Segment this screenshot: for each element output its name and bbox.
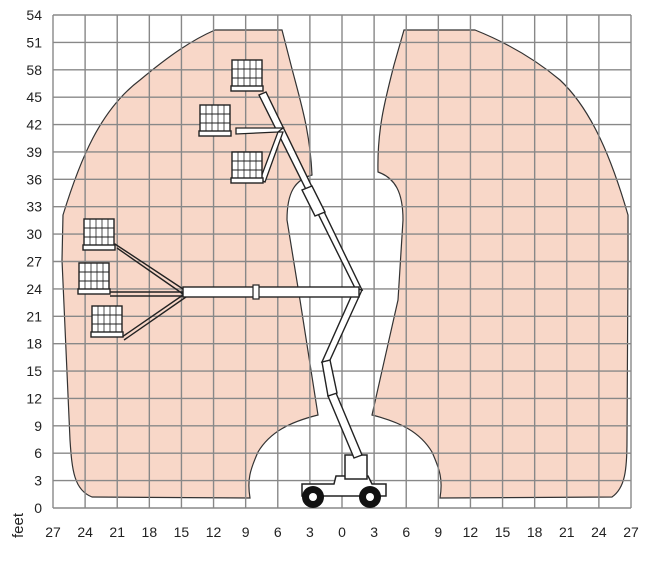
x-tick-label: 21	[109, 524, 125, 540]
boom-sleeve	[301, 185, 326, 217]
basket-floor	[82, 244, 116, 251]
basket-frame	[83, 218, 115, 248]
x-tick-label: 15	[495, 524, 511, 540]
grid	[52, 14, 632, 509]
basket-floor	[198, 130, 232, 137]
y-tick-label: 6	[34, 445, 42, 461]
basket-frame	[231, 151, 263, 181]
y-tick-label: 9	[34, 418, 42, 434]
basket-frame	[231, 59, 263, 89]
x-tick-label: 18	[527, 524, 543, 540]
boom-lift	[77, 59, 387, 508]
basket-floor	[230, 85, 264, 92]
x-tick-label: 3	[370, 524, 378, 540]
basket-frame	[91, 305, 123, 335]
basket-25	[77, 262, 111, 295]
jib-up-2	[116, 247, 184, 295]
basket-floor	[77, 288, 111, 295]
y-tick-label: 33	[26, 199, 42, 215]
x-tick-label: 27	[623, 524, 639, 540]
y-tick-label: 39	[26, 144, 42, 160]
basket-floor	[230, 177, 264, 184]
y-tick-label: 21	[26, 308, 42, 324]
wheel-hub	[309, 493, 317, 501]
y-tick-label: 18	[26, 336, 42, 352]
y-tick-label: 30	[26, 226, 42, 242]
jib-down-2	[123, 296, 187, 341]
basket-42	[198, 104, 232, 137]
x-tick-label: 24	[77, 524, 93, 540]
x-tick-label: 12	[206, 524, 222, 540]
x-tick-label: 3	[306, 524, 314, 540]
x-tick-label: 18	[142, 524, 158, 540]
y-tick-label: 36	[26, 171, 42, 187]
x-axis-labels: 27 24 21 18 15 12 9 6 3 0 3 6 9 12 15 18 21 24 27	[45, 524, 639, 540]
unit-label: feet	[10, 512, 27, 538]
y-tick-label: 51	[26, 34, 42, 50]
x-tick-label: 0	[338, 524, 346, 540]
x-tick-label: 9	[434, 524, 442, 540]
jib-low	[259, 131, 284, 183]
x-tick-label: 27	[45, 524, 61, 540]
jib-down	[121, 294, 184, 338]
basket-top	[230, 59, 264, 92]
y-tick-label: 12	[26, 390, 42, 406]
y-tick-label: 3	[34, 473, 42, 489]
y-tick-label: 42	[26, 117, 42, 133]
basket-36	[230, 151, 264, 184]
jib-mid	[235, 127, 285, 135]
wheel-hub	[366, 493, 374, 501]
basket-floor	[90, 331, 124, 338]
turntable	[344, 454, 368, 480]
x-tick-label: 12	[463, 524, 479, 540]
horizontal-boom	[182, 286, 360, 298]
y-tick-label: 0	[34, 500, 42, 516]
x-tick-label: 9	[242, 524, 250, 540]
basket-frame	[199, 104, 231, 134]
x-tick-label: 21	[559, 524, 575, 540]
y-tick-label: 54	[26, 7, 42, 23]
x-tick-label: 24	[591, 524, 607, 540]
lower-link	[321, 359, 338, 397]
working-envelope	[61, 29, 629, 499]
basket-20	[90, 305, 124, 338]
envelope-right	[371, 29, 629, 499]
y-tick-label: 27	[26, 254, 42, 270]
x-tick-label: 6	[274, 524, 282, 540]
basket-30	[82, 218, 116, 251]
y-tick-label: 58	[26, 62, 42, 78]
y-tick-label: 15	[26, 363, 42, 379]
y-tick-label: 45	[26, 89, 42, 105]
basket-frame	[78, 262, 110, 292]
x-tick-label: 6	[402, 524, 410, 540]
x-tick-label: 15	[174, 524, 190, 540]
y-tick-label: 24	[26, 281, 42, 297]
boom-joint	[252, 284, 260, 300]
